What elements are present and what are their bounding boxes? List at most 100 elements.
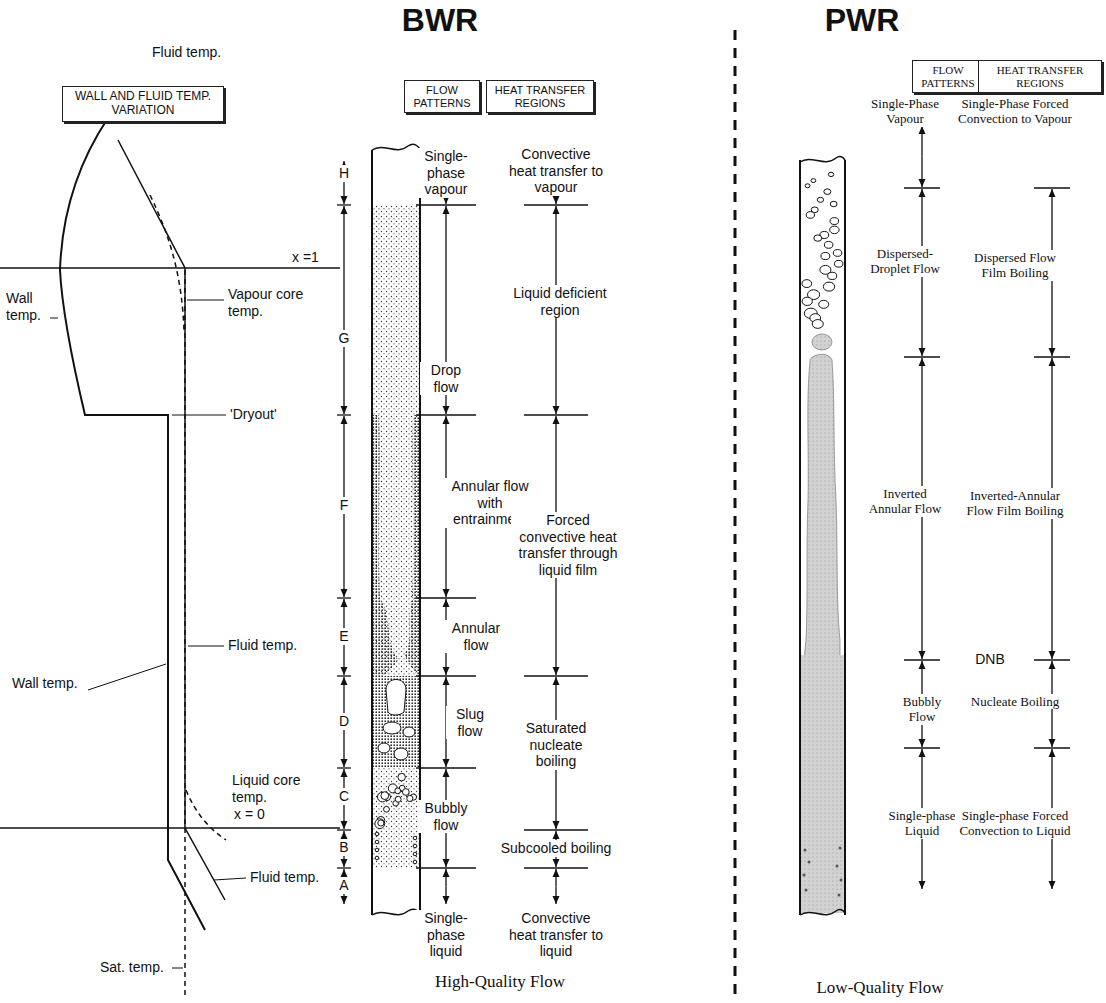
- region-tick: [524, 204, 588, 205]
- flow-pattern: Single-phase liquid: [414, 910, 478, 960]
- droplet: [833, 250, 841, 257]
- divider: [734, 30, 737, 1000]
- curve-label: Fluid temp.: [150, 44, 223, 61]
- region-tick: [416, 414, 476, 415]
- region-tick: [1034, 187, 1070, 188]
- droplet: [823, 282, 834, 291]
- bubble: [375, 840, 379, 844]
- region-arrow: [921, 273, 922, 357]
- region-arrow: [921, 509, 922, 660]
- region-tick: [904, 187, 940, 188]
- flow-pattern: Inverted Annular Flow: [860, 486, 950, 517]
- heat-transfer-region: Convective heat transfer to liquid: [505, 910, 607, 960]
- flow-pattern: Drop flow: [420, 362, 472, 395]
- wall-temp-curve: [60, 118, 205, 930]
- droplet: [830, 201, 837, 206]
- region-arrow: [343, 206, 344, 310]
- droplet: [834, 260, 842, 267]
- bwr-tube: [372, 144, 420, 915]
- bubble: [378, 820, 384, 826]
- curve-label: 'Dryout': [228, 406, 279, 423]
- bubble: [413, 844, 417, 848]
- heat-transfer-region: Saturated nucleate boiling: [514, 720, 598, 770]
- region-tick: [416, 767, 476, 768]
- region-tick: [416, 675, 476, 676]
- bubble: [413, 836, 417, 840]
- region-letter: H: [335, 165, 353, 182]
- bubble: [384, 806, 390, 812]
- quality-line: [0, 267, 340, 269]
- region-arrow: [445, 869, 446, 887]
- droplet: [830, 226, 839, 234]
- droplet: [828, 172, 833, 176]
- flow-pattern: Dispersed-Droplet Flow: [855, 246, 955, 277]
- droplet: [824, 189, 831, 195]
- heat-transfer-region: Liquid deficient region: [501, 285, 619, 318]
- bubble: [381, 792, 389, 800]
- bubble: [413, 852, 417, 856]
- region-tick: [337, 767, 351, 768]
- header-box: FLOW PATTERNS: [912, 60, 984, 93]
- vapour-core-curve: [150, 195, 184, 330]
- quality-line: [0, 827, 340, 829]
- header-text: FLOW PATTERNS: [918, 64, 978, 89]
- header-text: FLOW PATTERNS: [410, 84, 474, 109]
- region-tick: [904, 747, 940, 748]
- curve-label: Sat. temp.: [98, 959, 166, 976]
- header-box: WALL AND FLUID TEMP. VARIATION: [62, 86, 224, 122]
- region-tick: [416, 597, 476, 598]
- flow-pattern: Single-phase Liquid: [877, 808, 967, 839]
- region-arrow: [555, 310, 556, 414]
- region-tick: [524, 675, 588, 676]
- region-arrow: [343, 507, 344, 598]
- region-tick: [337, 829, 351, 830]
- heat-transfer-region: Dispersed Flow Film Boiling: [960, 250, 1070, 281]
- region-arrow: [445, 206, 446, 310]
- bubble: [402, 789, 409, 796]
- caption: High-Quality Flow: [400, 972, 600, 992]
- region-tick: [524, 867, 588, 868]
- droplet: [830, 218, 839, 225]
- bubble: [407, 795, 413, 801]
- bubble: [398, 773, 405, 780]
- heat-transfer-region: Nucleate Boiling: [965, 694, 1065, 709]
- panel-heading: BWR: [370, 2, 510, 40]
- region-letter: A: [335, 877, 353, 894]
- region-arrow: [921, 157, 922, 188]
- bubble: [395, 788, 401, 794]
- curve-label: Vapour core temp.: [226, 286, 318, 319]
- droplet: [811, 179, 816, 183]
- region-tick: [1034, 356, 1070, 357]
- flow-pattern: Bubbly flow: [418, 800, 474, 833]
- region-letter: D: [335, 713, 353, 730]
- heat-transfer-region: Subcooled boiling: [492, 840, 620, 857]
- header-text: HEAT TRANSFER REGIONS: [492, 84, 588, 109]
- flow-pattern: Single-phase vapour: [414, 148, 478, 198]
- flow-pattern: Slug flow: [446, 706, 494, 739]
- region-arrow: [555, 869, 556, 887]
- region-tick: [416, 867, 476, 868]
- header-text: HEAT TRANSFER REGIONS: [984, 64, 1096, 89]
- region-tick: [337, 867, 351, 868]
- dnb-label: DNB: [970, 651, 1010, 668]
- region-letter: C: [335, 788, 353, 805]
- region-tick: [904, 659, 940, 660]
- region-arrow: [1051, 358, 1052, 509]
- region-arrow: [343, 310, 344, 414]
- region-tick: [337, 204, 351, 205]
- region-arrow: [1051, 509, 1052, 660]
- heat-transfer-region: Forced convective heat transfer through …: [511, 512, 625, 578]
- bubble: [395, 796, 401, 802]
- region-arrow: [555, 887, 556, 905]
- region-tick: [904, 356, 940, 357]
- flow-pattern: Single-Phase Vapour: [855, 96, 955, 127]
- region-tick: [524, 414, 588, 415]
- liquid-core-curve: [186, 790, 226, 840]
- heat-transfer-region: Inverted-Annular Flow Film Boiling: [956, 488, 1074, 519]
- leader-lines: [44, 300, 246, 968]
- droplet: [824, 241, 833, 248]
- heat-transfer-region: Single-Phase Forced Convection to Vapour: [952, 96, 1078, 127]
- region-arrow: [445, 887, 446, 905]
- curve-label: Fluid temp.: [248, 869, 321, 886]
- droplet: [817, 197, 823, 202]
